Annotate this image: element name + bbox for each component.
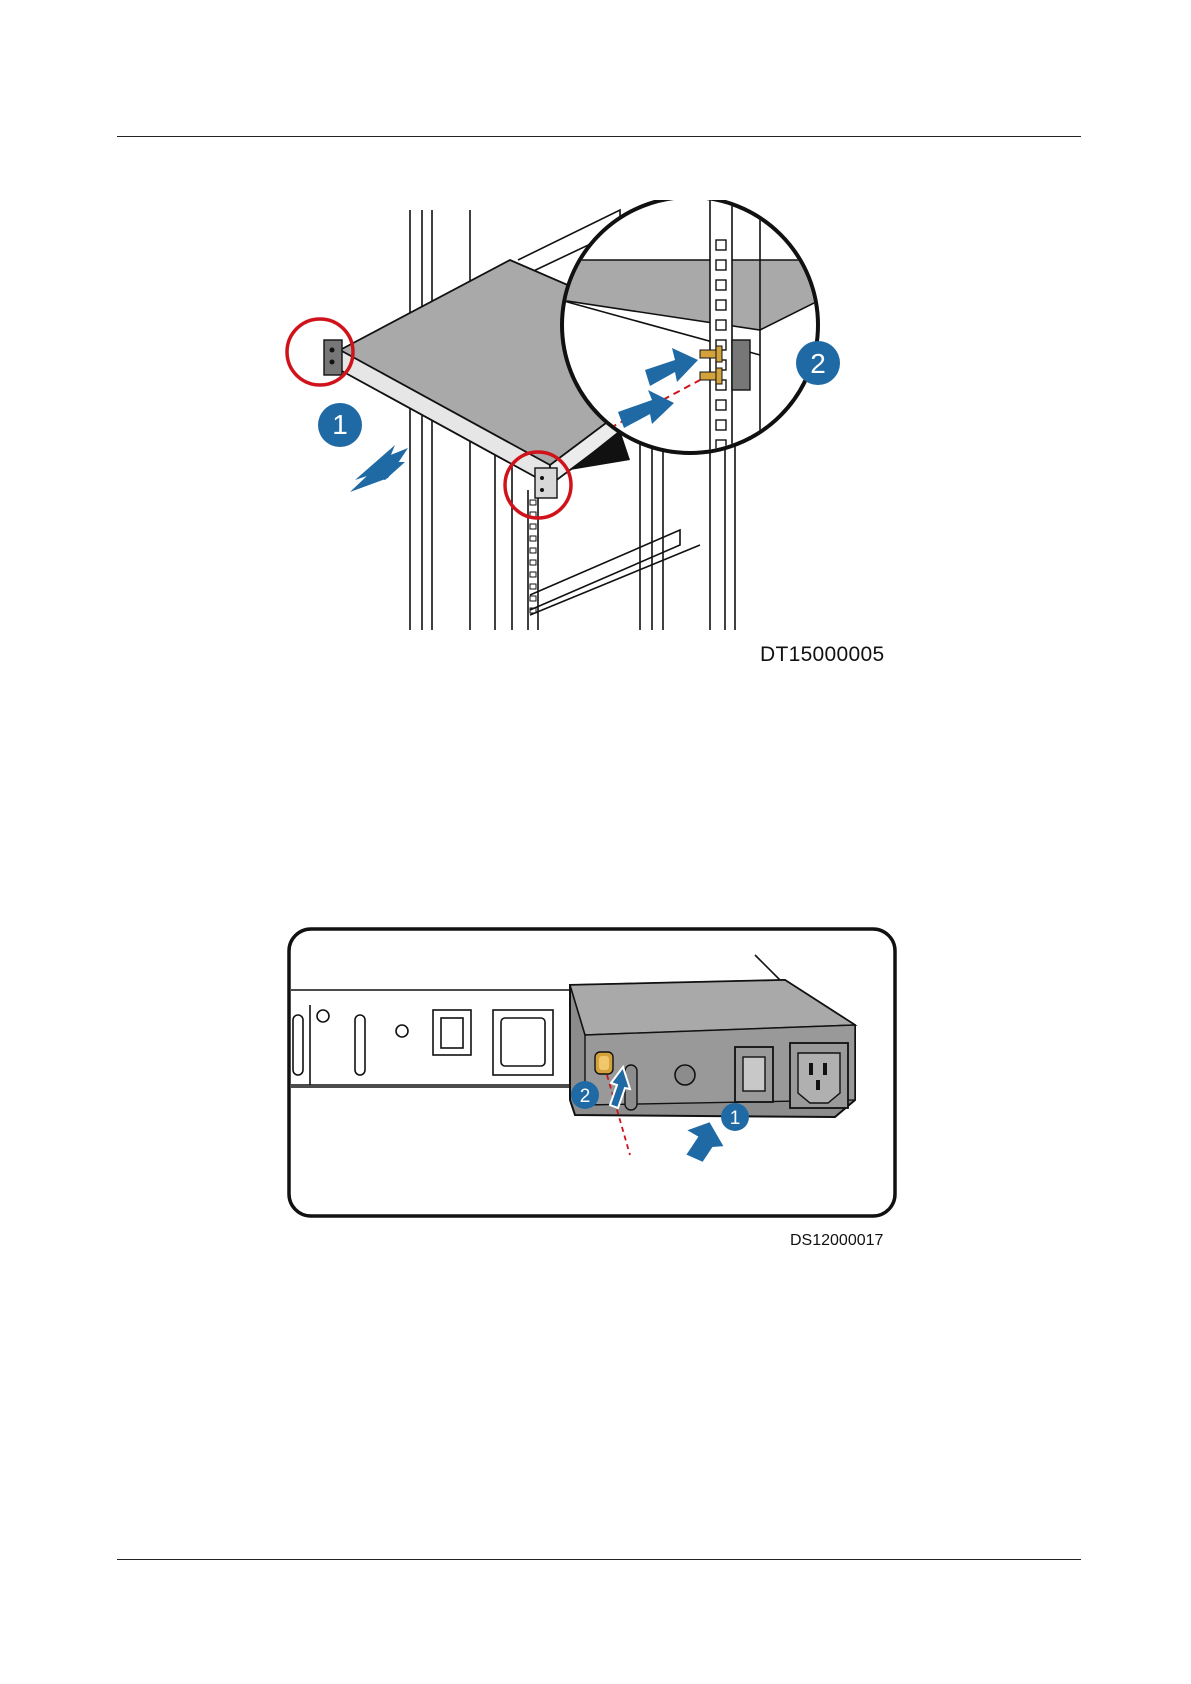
figure-1-caption: DT15000005 (760, 643, 884, 667)
callout-1-label: 1 (730, 1108, 741, 1129)
callout-2-label: 2 (810, 348, 826, 379)
callout-2: 2 (796, 341, 840, 385)
figure-power-module-installation: 2 1 (285, 925, 900, 1220)
push-arrow-shape (350, 448, 408, 492)
callout-2-label: 2 (580, 1086, 591, 1107)
captive-screw-icon (595, 1052, 613, 1074)
callout-1: 1 (721, 1103, 749, 1131)
callout-2: 2 (571, 1081, 599, 1109)
figure-rack-installation: 1 (280, 200, 910, 630)
callout-1: 1 (318, 403, 362, 447)
figure-2-caption: DS12000017 (790, 1232, 883, 1250)
header-rule (117, 136, 1081, 137)
callout-1-label: 1 (332, 409, 348, 440)
footer-rule (117, 1559, 1081, 1560)
